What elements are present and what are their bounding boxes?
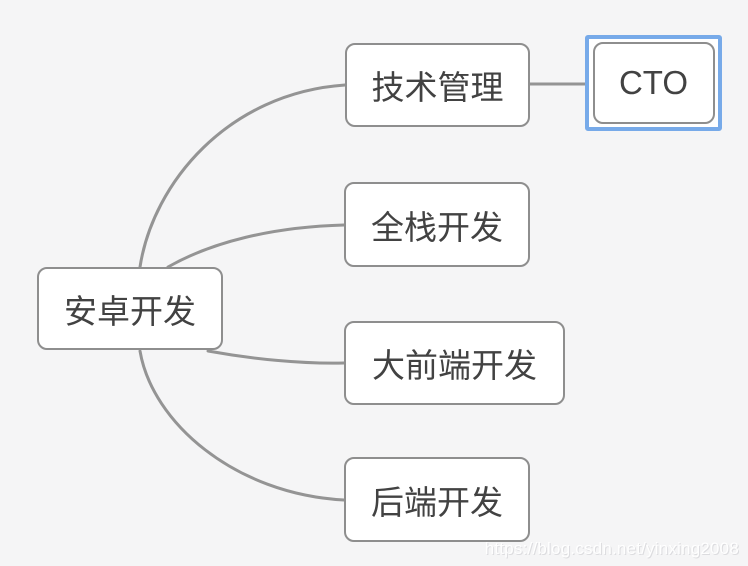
- node-tech-management[interactable]: 技术管理: [345, 43, 530, 127]
- node-backend-development[interactable]: 后端开发: [344, 457, 530, 542]
- node-android-development[interactable]: 安卓开发: [37, 267, 223, 350]
- connector-root-to-tech-management: [138, 83, 347, 269]
- connector-root-to-backend: [138, 349, 346, 502]
- connector-root-to-frontend: [206, 349, 346, 365]
- node-frontend-development[interactable]: 大前端开发: [344, 321, 565, 405]
- node-cto-selection-frame: CTO: [585, 35, 722, 131]
- node-fullstack-development[interactable]: 全栈开发: [344, 182, 530, 267]
- node-cto[interactable]: CTO: [592, 42, 715, 124]
- connector-root-to-fullstack: [166, 223, 346, 269]
